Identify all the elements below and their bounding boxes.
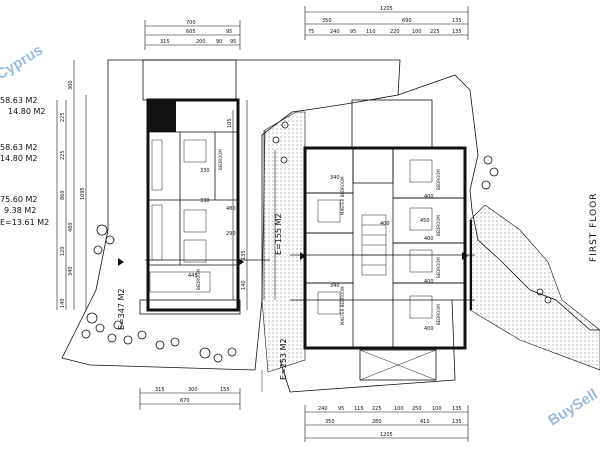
room-label-bedroom-4: BEDROOM <box>436 215 441 236</box>
room-label-bedroom-5: BEDROOM <box>436 257 441 278</box>
room-dims: 330 330 445 340 400 400 450 400 400 340 … <box>188 168 434 332</box>
garden-hatch <box>261 111 600 373</box>
room-label-bedroom-3: BEDROOM <box>436 169 441 190</box>
area-label-5: 75.60 M2 <box>0 195 37 204</box>
dim-v-k: 140 <box>241 280 247 290</box>
dim-bottom-right-r1b: 95 <box>338 406 344 412</box>
dims-bottom-left: 315 300 155 670 <box>139 387 241 410</box>
right-house <box>290 99 475 381</box>
dim-v-a: 300 <box>68 80 74 90</box>
dim-top-right-r3d: 110 <box>366 29 376 35</box>
dim-bottom-right-r2a: 350 <box>325 419 335 425</box>
area-label-1: 58.63 M2 <box>0 96 37 105</box>
dim-top-right-r3e: 220 <box>390 29 400 35</box>
dim-bottom-right-r1d: 225 <box>372 406 382 412</box>
dim-top-left-r3a: 315 <box>160 39 170 45</box>
area-label-7: E=13.61 M2 <box>0 218 49 227</box>
dims-top-right: 1205 350 690 135 75 240 95 110 220 100 2… <box>304 6 469 40</box>
dim-top-left-r2b: 95 <box>226 29 232 35</box>
dim-v-i: 140 <box>60 298 66 308</box>
area-label-6: 9.38 M2 <box>4 206 36 215</box>
dim-top-right-r3f: 100 <box>412 29 422 35</box>
room-label-bedroom-2: BEDROOM <box>196 269 201 290</box>
room-dim-1: 330 <box>200 168 210 174</box>
dim-v-b: 225 <box>60 112 66 122</box>
dim-bottom-left-total: 670 <box>180 398 190 404</box>
dim-bottom-right-r2c: 410 <box>420 419 430 425</box>
dim-bottom-right-r1g: 100 <box>432 406 442 412</box>
floor-label: FIRST FLOOR <box>589 193 599 262</box>
area-label-2: 14.80 M2 <box>8 107 45 116</box>
room-dim-13: 290 <box>226 231 236 237</box>
room-label-master-1: MASTER BEDROOM <box>340 176 345 215</box>
room-label-master-2: MASTER BEDROOM <box>340 286 345 325</box>
room-dim-5: 400 <box>424 194 434 200</box>
dim-v-g: 120 <box>60 246 66 256</box>
dim-bottom-right-r1c: 115 <box>354 406 364 412</box>
room-label-bedroom-1: BEDROOM <box>218 149 223 170</box>
dim-bottom-right-r1f: 250 <box>412 406 422 412</box>
dim-v-d: 860 <box>60 190 66 200</box>
dims-left-vertical: 300 225 225 860 1095 480 120 340 140 135… <box>56 60 276 310</box>
room-dim-9: 400 <box>424 326 434 332</box>
room-dim-11: 400 <box>380 221 390 227</box>
dim-bottom-right-r2b: 280 <box>372 419 382 425</box>
site-boundary <box>61 59 600 393</box>
room-dim-3: 445 <box>188 273 198 279</box>
dim-v-e: 1095 <box>80 187 86 200</box>
room-dim-2: 330 <box>200 198 210 204</box>
area-label-3: 58.63 M2 <box>0 143 37 152</box>
dim-top-right-total: 1205 <box>380 6 393 12</box>
plot-area-right-b: E=253 M2 <box>279 338 288 380</box>
plot-area-right-a: E=155 M2 <box>274 213 283 255</box>
watermark-bottom: BuySell <box>545 386 600 430</box>
dims-top-left: 700 605 95 315 200 90 95 <box>144 20 241 50</box>
dim-bottom-left-r1c: 155 <box>220 387 230 393</box>
room-dim-6: 400 <box>424 236 434 242</box>
area-labels-left: 58.63 M2 14.80 M2 58.63 M2 14.80 M2 75.6… <box>0 96 49 227</box>
left-house <box>118 59 270 315</box>
dim-v-j: 135 <box>241 250 247 260</box>
dim-top-left-r3d: 95 <box>230 39 236 45</box>
dim-top-left-r2a: 605 <box>186 29 196 35</box>
dim-top-right-r2a: 350 <box>322 18 332 24</box>
dim-top-left-total: 700 <box>186 20 196 26</box>
area-label-4: 14.80 M2 <box>0 154 37 163</box>
dim-v-c: 225 <box>60 150 66 160</box>
dim-bottom-right-r1e: 100 <box>394 406 404 412</box>
room-label-bedroom-6: BEDROOM <box>436 304 441 325</box>
room-dim-10: 340 <box>330 283 340 289</box>
dim-v-h: 340 <box>68 266 74 276</box>
room-labels: BEDROOM BEDROOM MASTER BEDROOM BEDROOM B… <box>196 149 441 325</box>
plot-area-labels: E=347 M2 E=155 M2 E=253 M2 <box>117 213 288 380</box>
dim-top-right-r3h: 135 <box>452 29 462 35</box>
watermark-top: Cyprus <box>0 42 46 84</box>
dim-bottom-left-r1a: 315 <box>155 387 165 393</box>
dim-bottom-right-total: 1205 <box>380 432 393 438</box>
room-dim-12: 480 <box>226 206 236 212</box>
dim-top-left-r3c: 90 <box>216 39 222 45</box>
dim-top-right-r3g: 225 <box>430 29 440 35</box>
dim-top-right-r2b: 690 <box>402 18 412 24</box>
room-dim-7: 450 <box>420 218 430 224</box>
dim-v-f: 480 <box>68 222 74 232</box>
dims-bottom-right: 240 95 115 225 100 250 100 135 350 280 4… <box>304 405 469 442</box>
dim-top-right-r3a: 75 <box>308 29 314 35</box>
trees <box>81 121 552 363</box>
dim-top-left-r3b: 200 <box>196 39 206 45</box>
room-dim-8: 400 <box>424 279 434 285</box>
dim-bottom-right-r1a: 240 <box>318 406 328 412</box>
dim-bottom-right-r2d: 135 <box>452 419 462 425</box>
dim-bottom-right-r1h: 135 <box>452 406 462 412</box>
dim-top-right-r3c: 95 <box>350 29 356 35</box>
dim-v-l: 105 <box>227 118 233 128</box>
dim-bottom-left-r1b: 300 <box>188 387 198 393</box>
room-dim-4: 340 <box>330 175 340 181</box>
dim-top-right-r2c: 135 <box>452 18 462 24</box>
dim-top-right-r3b: 240 <box>330 29 340 35</box>
plot-area-left: E=347 M2 <box>117 288 126 330</box>
